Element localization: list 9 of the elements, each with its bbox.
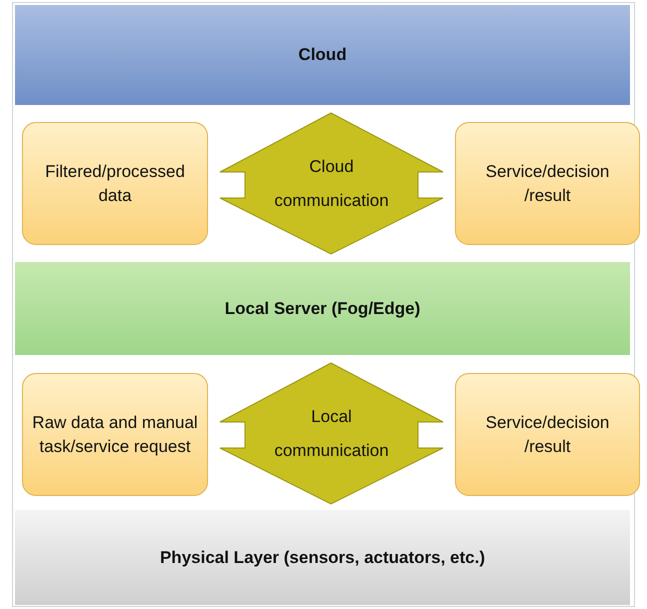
layer-band: Physical Layer (sensors, actuators, etc.) — [15, 510, 630, 605]
arrow-label: Local communication — [273, 406, 390, 462]
rounded-box: Filtered/processed data — [22, 122, 208, 245]
rounded-box: Service/decision /result — [455, 373, 640, 496]
arrow-label: Cloud communication — [273, 156, 390, 212]
layer-band: Local Server (Fog/Edge) — [15, 262, 630, 355]
layer-band: Cloud — [15, 5, 630, 105]
rounded-box: Service/decision /result — [455, 122, 640, 245]
rounded-box: Raw data and manual task/service request — [22, 373, 208, 496]
